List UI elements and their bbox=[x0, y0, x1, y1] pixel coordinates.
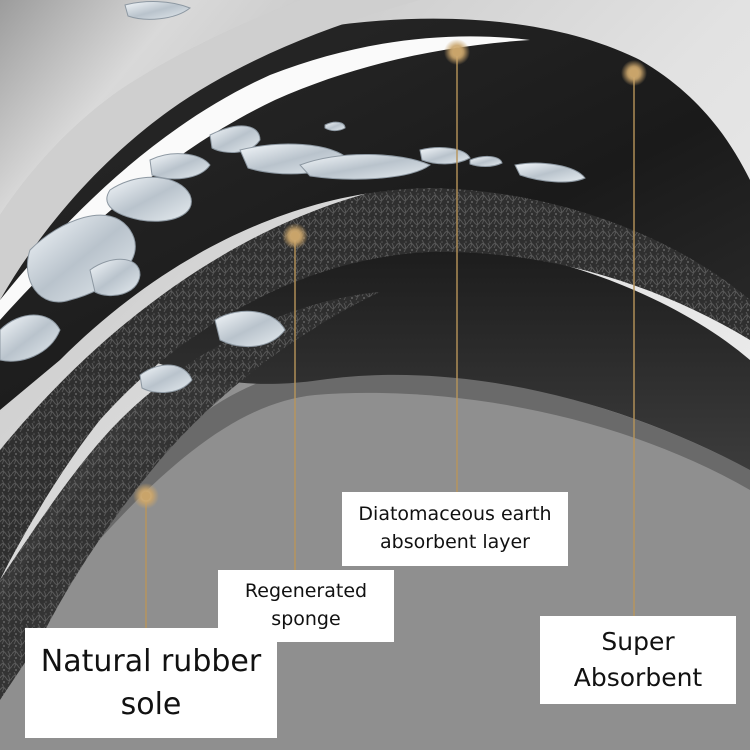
leader-lines bbox=[145, 55, 635, 628]
top-fabric-layer bbox=[0, 0, 300, 215]
callout-rubber-line2: sole bbox=[120, 687, 182, 722]
callout-super-line1: Super bbox=[601, 626, 675, 656]
sponge-layer bbox=[0, 179, 750, 581]
sponge-lower-band bbox=[0, 292, 380, 700]
marker-dots bbox=[133, 39, 647, 509]
callout-sponge-line1: Regenerated bbox=[244, 580, 368, 603]
callout-rubber-line1: Natural rubber bbox=[40, 643, 262, 679]
top-fabric-fold bbox=[0, 0, 420, 300]
callout-super-absorbent: Super Absorbent bbox=[540, 616, 736, 704]
callout-sponge-line2: sponge bbox=[271, 608, 341, 630]
absorbent-shell bbox=[0, 18, 750, 410]
callout-diatomaceous-earth: Diatomaceous earth absorbent layer bbox=[342, 492, 568, 566]
water-droplets bbox=[0, 1, 586, 393]
fabric-highlight-edge bbox=[0, 36, 530, 320]
callout-diatomaceous-line1: Diatomaceous earth bbox=[358, 503, 552, 526]
callout-super-line2: Absorbent bbox=[573, 663, 703, 692]
callout-diatomaceous-line2: absorbent layer bbox=[380, 531, 530, 553]
callout-natural-rubber-sole: Natural rubber sole bbox=[25, 628, 277, 738]
inner-cavity bbox=[150, 238, 750, 470]
